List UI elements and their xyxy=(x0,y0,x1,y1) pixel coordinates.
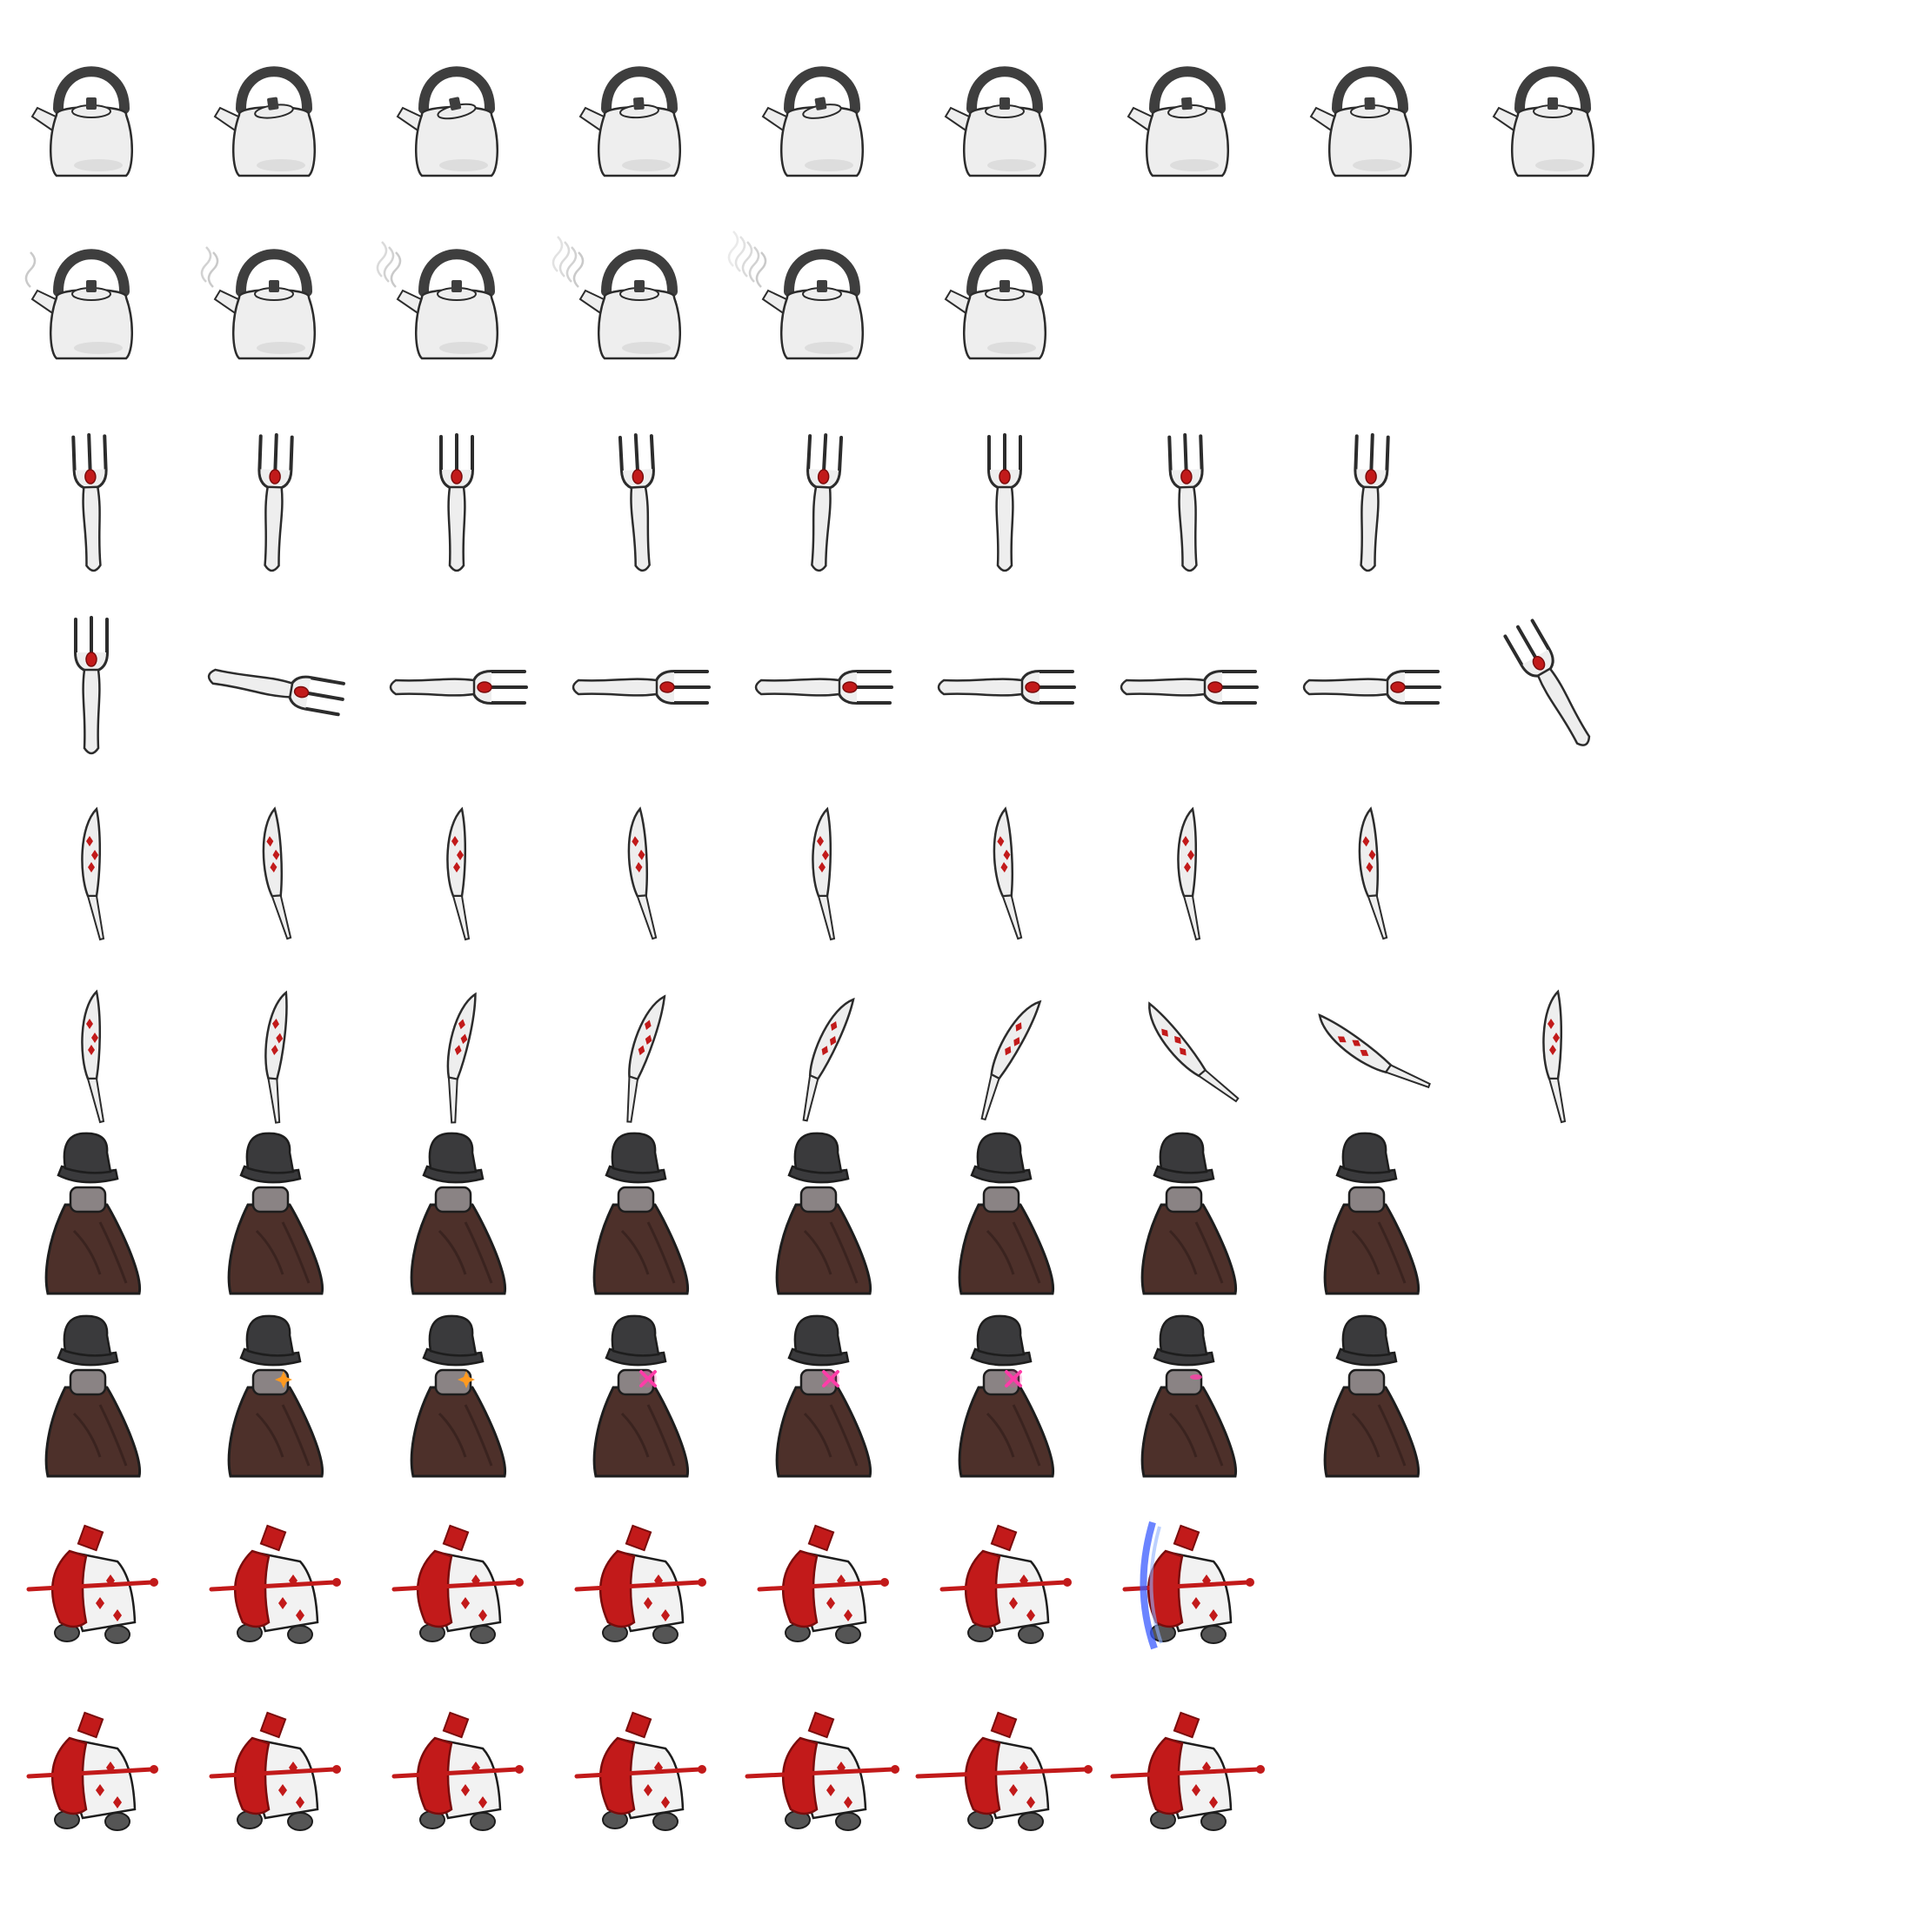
top-hat-figure-icon xyxy=(410,1132,507,1295)
fork-icon xyxy=(754,670,893,705)
kettle-icon xyxy=(1492,66,1594,177)
kettle-icon xyxy=(1126,66,1229,177)
card-soldier-icon xyxy=(745,1711,899,1831)
card-soldier-icon xyxy=(1122,1521,1254,1650)
kettle-icon xyxy=(1309,66,1412,177)
knife-icon xyxy=(1148,1001,1240,1103)
kettle-icon xyxy=(213,66,316,177)
fork-icon xyxy=(1354,433,1390,572)
knife-icon xyxy=(81,806,105,941)
top-hat-figure-icon xyxy=(227,1132,324,1295)
top-hat-figure-icon xyxy=(44,1132,142,1295)
knife-icon xyxy=(627,806,658,940)
top-hat-figure-icon xyxy=(1140,1132,1238,1295)
knife-icon xyxy=(1318,1013,1431,1089)
knife-icon xyxy=(802,997,855,1122)
kettle-icon xyxy=(24,249,133,360)
knife-icon xyxy=(980,999,1042,1121)
knife-icon xyxy=(1358,806,1388,940)
knife-icon xyxy=(262,806,292,940)
knife-icon xyxy=(1177,806,1201,941)
fork-icon xyxy=(257,433,294,572)
fork-icon xyxy=(71,433,108,572)
kettle-icon xyxy=(944,249,1046,360)
fork-icon xyxy=(207,668,345,717)
top-hat-figure-icon xyxy=(410,1314,507,1478)
card-soldier-icon xyxy=(757,1524,889,1644)
fork-icon xyxy=(1503,618,1591,746)
fork-icon xyxy=(389,670,528,705)
kettle-icon xyxy=(200,246,316,360)
card-soldier-icon xyxy=(939,1524,1072,1644)
top-hat-figure-icon xyxy=(775,1314,872,1478)
card-soldier-icon xyxy=(26,1711,158,1831)
card-soldier-icon xyxy=(26,1524,158,1644)
fork-icon xyxy=(1167,433,1204,572)
kettle-icon xyxy=(552,236,681,360)
knife-icon xyxy=(81,989,105,1124)
card-soldier-icon xyxy=(915,1711,1093,1831)
top-hat-figure-icon xyxy=(958,1314,1055,1478)
kettle-icon xyxy=(727,231,864,360)
sprite-grid xyxy=(24,66,1594,1831)
card-soldier-icon xyxy=(574,1524,706,1644)
fork-icon xyxy=(572,670,711,705)
kettle-icon xyxy=(396,66,498,177)
fork-icon xyxy=(937,670,1076,705)
fork-icon xyxy=(1302,670,1441,705)
top-hat-figure-icon xyxy=(592,1314,690,1478)
knife-icon xyxy=(446,992,477,1124)
knife-icon xyxy=(446,806,471,941)
fork-icon xyxy=(806,433,844,572)
top-hat-figure-icon xyxy=(592,1132,690,1295)
kettle-icon xyxy=(30,66,133,177)
fork-icon xyxy=(439,433,474,572)
card-soldier-icon xyxy=(391,1524,524,1644)
kettle-icon xyxy=(944,66,1046,177)
knife-icon xyxy=(993,806,1023,940)
card-soldier-icon xyxy=(209,1711,341,1831)
top-hat-figure-icon xyxy=(44,1314,142,1478)
knife-icon xyxy=(812,806,836,941)
top-hat-figure-icon xyxy=(775,1132,872,1295)
kettle-icon xyxy=(761,66,864,177)
knife-icon xyxy=(1542,989,1567,1124)
fork-icon xyxy=(1120,670,1259,705)
fork-icon xyxy=(618,433,655,572)
card-soldier-icon xyxy=(574,1711,706,1831)
knife-icon xyxy=(626,994,666,1123)
kettle-icon xyxy=(376,241,498,360)
fork-icon xyxy=(74,616,109,755)
knife-icon xyxy=(264,990,288,1124)
top-hat-figure-icon xyxy=(227,1314,324,1478)
top-hat-figure-icon xyxy=(1323,1132,1421,1295)
card-soldier-icon xyxy=(391,1711,524,1831)
card-soldier-icon xyxy=(209,1524,341,1644)
top-hat-figure-icon xyxy=(1323,1314,1421,1478)
fork-icon xyxy=(987,433,1022,572)
top-hat-figure-icon xyxy=(958,1132,1055,1295)
card-soldier-icon xyxy=(1110,1711,1265,1831)
kettle-icon xyxy=(578,66,681,177)
top-hat-figure-icon xyxy=(1140,1314,1238,1478)
